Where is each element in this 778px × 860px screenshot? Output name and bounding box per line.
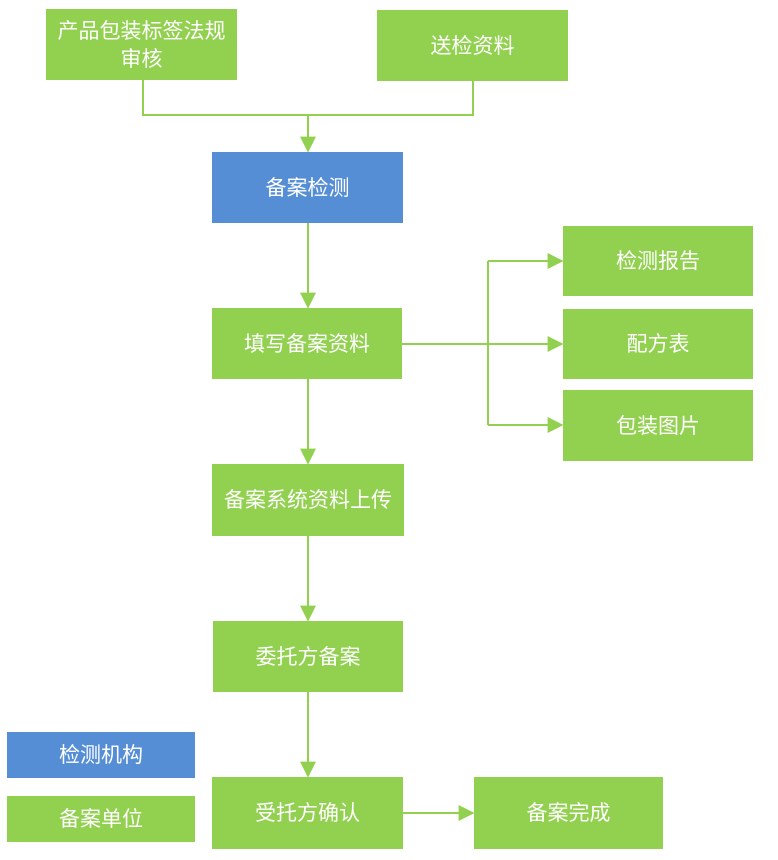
node-test-report: 检测报告 — [563, 226, 753, 296]
node-entrusted-filing: 委托方备案 — [213, 621, 403, 692]
legend-lab: 检测机构 — [7, 732, 195, 778]
node-filing-complete: 备案完成 — [474, 777, 663, 849]
node-send-materials: 送检资料 — [377, 10, 568, 81]
node-entrusted-confirm: 受托方确认 — [212, 777, 403, 849]
node-filing-test: 备案检测 — [212, 152, 403, 223]
node-fill-filing-data: 填写备案资料 — [212, 308, 402, 379]
node-formula-table: 配方表 — [563, 309, 753, 379]
node-system-upload: 备案系统资料上传 — [212, 464, 404, 536]
node-package-images: 包装图片 — [563, 390, 753, 461]
connector-label-review — [142, 80, 474, 116]
legend-unit: 备案单位 — [7, 796, 195, 842]
node-label-review: 产品包装标签法规审核 — [46, 9, 237, 80]
